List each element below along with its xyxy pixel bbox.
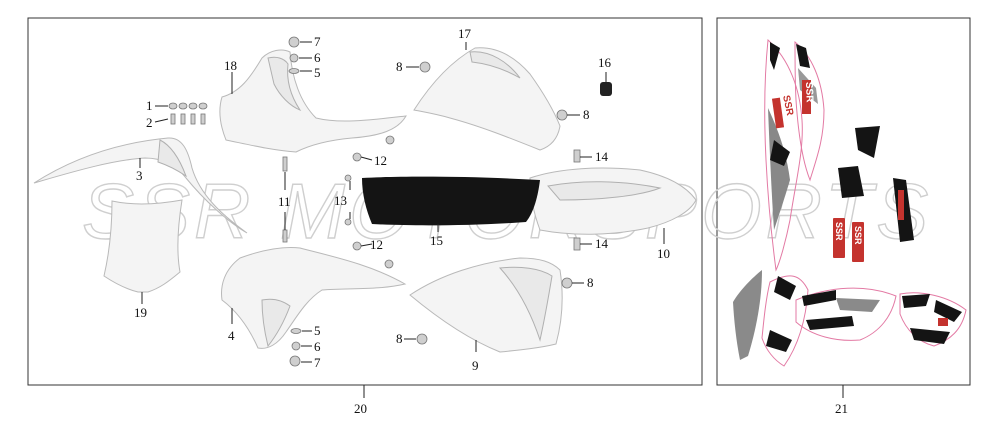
lower-side-panel-part-9[interactable]	[409, 257, 563, 353]
upper-shroud-part-18[interactable]	[219, 49, 407, 153]
fastener-stack-upper[interactable]	[288, 36, 300, 74]
callout-6-lower: 6	[314, 339, 321, 354]
washers-part-1[interactable]	[168, 102, 208, 110]
callout-8-lower-left: 8	[396, 331, 403, 346]
nut-12-lower-a[interactable]	[352, 241, 362, 251]
decal-logo-b: SSR	[803, 82, 815, 104]
callout-15: 15	[430, 233, 443, 248]
decal-tab-mid	[838, 166, 864, 198]
nut-12-upper-a[interactable]	[352, 152, 362, 162]
callout-8-upper-right: 8	[583, 107, 590, 122]
callout-16: 16	[598, 55, 612, 70]
callout-3: 3	[136, 168, 143, 183]
callout-2: 2	[146, 115, 153, 130]
callout-21: 21	[835, 401, 848, 416]
bolts-part-2[interactable]	[170, 113, 206, 125]
callout-6-upper: 6	[314, 50, 321, 65]
callout-8-lower-right: 8	[587, 275, 594, 290]
decal-fork-guard-stripe	[898, 190, 904, 220]
bolt-11-lower[interactable]	[282, 229, 288, 243]
decal-rear-fender	[795, 287, 897, 341]
callout-1: 1	[146, 98, 153, 113]
callout-20: 20	[354, 401, 367, 416]
plastics-panel-frame	[27, 17, 703, 386]
bolt-14-lower[interactable]	[573, 237, 581, 251]
screw-13-lower[interactable]	[344, 218, 352, 226]
callout-8-upper-left: 8	[396, 59, 403, 74]
decal-side-panel	[761, 275, 809, 367]
nut-8-lower-left[interactable]	[416, 333, 428, 345]
callout-14-upper: 14	[595, 149, 609, 164]
decal-shroud-right: SSR	[794, 40, 825, 182]
decal-number-plate	[899, 292, 967, 347]
callout-9: 9	[472, 358, 479, 373]
nut-12-lower-b[interactable]	[384, 259, 394, 269]
callout-19: 19	[134, 305, 147, 320]
nut-8-lower-right[interactable]	[561, 277, 573, 289]
nut-12-upper-b[interactable]	[385, 135, 395, 145]
decal-logo-a: SSR	[780, 94, 795, 117]
seat-part-15[interactable]	[362, 176, 540, 226]
callout-10: 10	[657, 246, 670, 261]
callout-labels: 1 2 3 4 7 6 5 5 6 7 8 8 8 8 9 10 11 12 1…	[134, 26, 848, 416]
callout-5-lower: 5	[314, 323, 321, 338]
screw-13-upper[interactable]	[344, 174, 352, 182]
decal-shroud-left: SSR	[764, 38, 803, 272]
callout-11: 11	[278, 194, 291, 209]
callout-17: 17	[458, 26, 472, 41]
lower-shroud-part-4[interactable]	[221, 247, 407, 349]
callout-5-upper: 5	[314, 65, 321, 80]
callout-14-lower: 14	[595, 236, 609, 251]
callout-7-lower: 7	[314, 355, 321, 370]
leader-lines	[139, 41, 844, 398]
nut-8-upper-right[interactable]	[556, 109, 568, 121]
callout-13: 13	[334, 193, 347, 208]
front-fender-part-3[interactable]	[33, 137, 248, 234]
number-plate-part-19[interactable]	[103, 199, 183, 293]
callout-12-lower: 12	[370, 237, 383, 252]
grommet-part-16[interactable]	[600, 82, 612, 96]
upper-side-panel-part-17[interactable]	[413, 47, 561, 151]
nut-8-upper-left[interactable]	[419, 61, 431, 73]
decal-logo-stickers: SSR SSR	[833, 218, 864, 262]
callout-7-upper: 7	[314, 34, 321, 49]
fastener-stack-lower[interactable]	[289, 328, 302, 367]
decal-logo-c: SSR	[834, 222, 844, 241]
bolt-11-upper[interactable]	[282, 156, 288, 172]
callout-18: 18	[224, 58, 237, 73]
graphics-kit-part-21[interactable]: SSR SSR SSR SSR	[733, 38, 967, 367]
rear-fender-part-10[interactable]	[529, 167, 697, 235]
callout-4: 4	[228, 328, 235, 343]
decal-logo-d: SSR	[853, 226, 863, 245]
bolt-14-upper[interactable]	[573, 149, 581, 163]
callout-12-upper: 12	[374, 153, 387, 168]
decal-tab-upper	[855, 126, 880, 158]
decal-lower-left	[733, 270, 762, 360]
